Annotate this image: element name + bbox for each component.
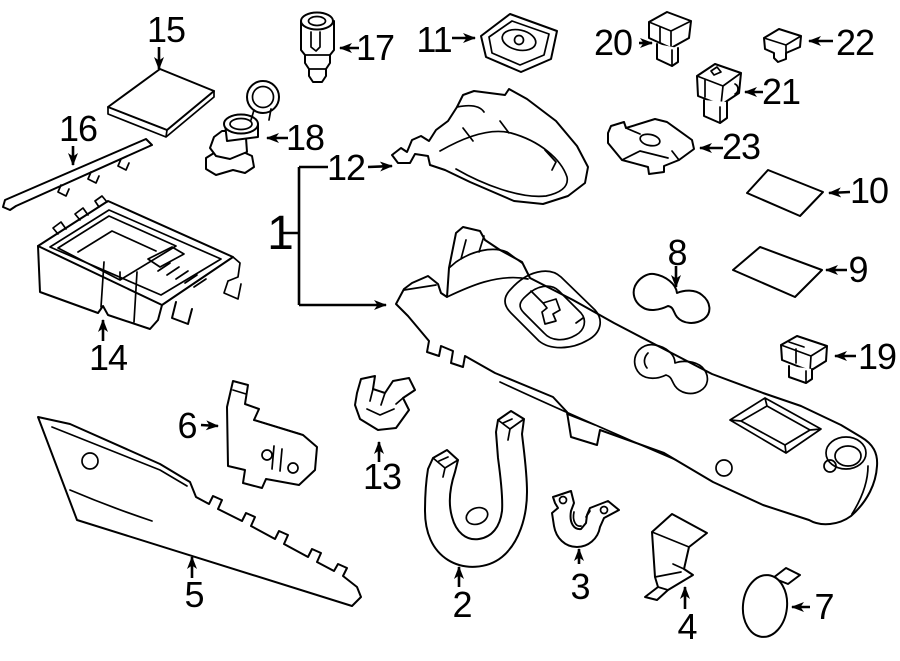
part-11-tray-drawing (480, 13, 558, 73)
callout-21[interactable]: 21 (761, 71, 801, 112)
callout-22[interactable]: 22 (835, 22, 875, 63)
callout-16[interactable]: 16 (58, 108, 98, 149)
part-16-trim-strip-drawing (2, 138, 153, 211)
callout-19[interactable]: 19 (857, 336, 897, 377)
callout-23[interactable]: 23 (721, 126, 761, 167)
callout-20[interactable]: 20 (593, 22, 633, 63)
callout-18[interactable]: 18 (285, 117, 325, 158)
part-12-finish-panel-drawing (391, 88, 589, 205)
callout-13[interactable]: 13 (362, 456, 402, 497)
part-22-clip-drawing (763, 28, 802, 63)
leader-arrow-10 (828, 187, 851, 198)
part-18-cupholder-drawing (205, 80, 280, 176)
callout-5[interactable]: 5 (184, 574, 204, 615)
part-2-duct-drawing (424, 410, 528, 568)
part-7-cap-drawing (741, 567, 801, 638)
callout-15[interactable]: 15 (146, 9, 186, 50)
callout-1[interactable]: 1 (267, 207, 294, 260)
leader-arrow-6 (200, 420, 219, 431)
callout-17[interactable]: 17 (355, 27, 395, 68)
callout-7[interactable]: 7 (814, 586, 834, 627)
callout-2[interactable]: 2 (452, 584, 472, 625)
part-6-bracket-drawing (226, 380, 318, 489)
callout-14[interactable]: 14 (88, 337, 128, 378)
part-3-bracket-drawing (551, 490, 620, 548)
part-20-switch-drawing (648, 11, 692, 67)
leader-arrow-12 (367, 161, 393, 172)
part-15-mat-drawing (107, 68, 215, 138)
part-21-switch-drawing (696, 63, 742, 124)
callout-3[interactable]: 3 (570, 566, 590, 607)
callout-12[interactable]: 12 (326, 147, 366, 188)
part-9-label-pad-drawing (732, 246, 823, 298)
part-14-storage-bin-drawing (37, 195, 242, 330)
part-10-label-pad-drawing (746, 169, 824, 217)
part-5-side-panel-drawing (37, 416, 362, 607)
leader-arrows (68, 33, 856, 612)
part-19-switch-drawing (780, 335, 828, 384)
part-23-bracket-drawing (607, 118, 695, 175)
part-8-cupholder-insert-drawing (632, 272, 711, 324)
part-17-power-outlet-drawing (300, 11, 335, 83)
callout-1-bracket (283, 165, 328, 305)
callout-9[interactable]: 9 (848, 249, 868, 290)
callout-10[interactable]: 10 (849, 170, 889, 211)
callout-6[interactable]: 6 (177, 405, 197, 446)
part-4-boot-drawing (644, 513, 708, 601)
part-1-console-body-drawing (395, 226, 879, 526)
callout-4[interactable]: 4 (677, 606, 697, 647)
callout-11[interactable]: 11 (416, 19, 452, 60)
part-13-clip-drawing (354, 375, 416, 431)
callout-8[interactable]: 8 (667, 232, 687, 273)
